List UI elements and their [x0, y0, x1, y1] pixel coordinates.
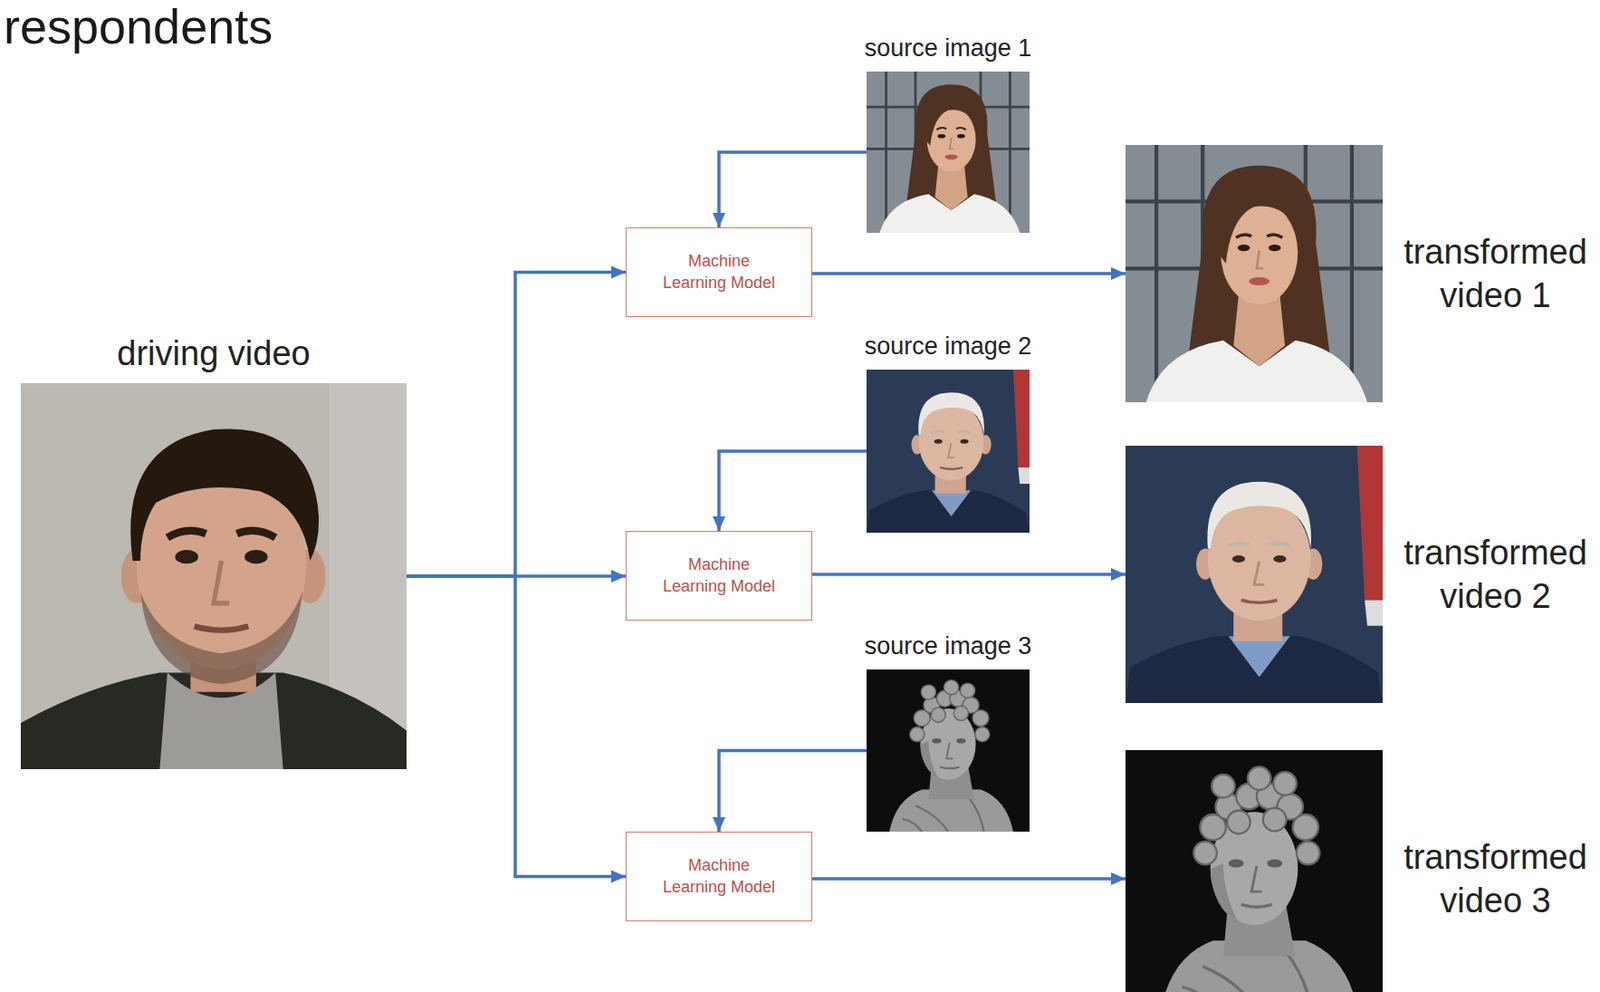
source-image-frame: source image 2	[866, 369, 1030, 533]
source-image-frame: source image 1	[866, 71, 1030, 233]
image-caption: transformed video 1	[1398, 230, 1593, 317]
caption-group: source image 3	[864, 632, 1033, 661]
model-box: Machine Learning Model	[625, 227, 813, 317]
caption-group: transformed video 2	[1398, 531, 1593, 618]
flow-arrow	[812, 572, 1126, 576]
flow-arrow	[406, 575, 626, 877]
source-photo	[866, 369, 1030, 533]
transformed-photo	[1125, 749, 1383, 992]
source-photo	[866, 71, 1030, 233]
flow-arrow	[812, 271, 1126, 276]
image-caption: transformed video 2	[1398, 531, 1593, 618]
model-label: Machine Learning Model	[659, 854, 779, 898]
image-caption: driving video	[116, 334, 310, 374]
image-caption: transformed video 3	[1398, 835, 1593, 922]
transformed-video-frame: transformed video 2	[1125, 445, 1383, 703]
caption-group: driving video	[116, 334, 310, 374]
image-caption: source image 3	[864, 632, 1033, 661]
flow-arrow	[406, 272, 626, 577]
caption-group: transformed video 1	[1398, 230, 1593, 317]
model-box: Machine Learning Model	[625, 831, 813, 921]
slide-title: respondents	[3, 0, 273, 54]
source-photo	[866, 669, 1030, 832]
flow-arrow	[718, 450, 867, 531]
model-label: Machine Learning Model	[659, 554, 779, 597]
image-caption: source image 1	[864, 34, 1033, 63]
transformed-video-frame: transformed video 3	[1125, 749, 1383, 992]
image-caption: source image 2	[864, 332, 1033, 361]
flow-arrow	[718, 152, 867, 228]
transformed-photo	[1125, 144, 1383, 403]
caption-group: Machine Learning Model	[659, 554, 779, 597]
caption-group: source image 1	[864, 34, 1033, 63]
source-image-frame: source image 3	[866, 669, 1030, 832]
caption-group: Machine Learning Model	[659, 250, 779, 294]
model-box: Machine Learning Model	[625, 530, 813, 621]
caption-group: Machine Learning Model	[659, 854, 779, 898]
caption-group: transformed video 3	[1398, 835, 1593, 922]
model-label: Machine Learning Model	[659, 250, 779, 294]
transformed-video-frame: transformed video 1	[1125, 144, 1383, 403]
driving-video-frame: driving video	[20, 383, 407, 769]
driving-video-photo	[20, 383, 407, 769]
flow-arrow	[812, 876, 1126, 881]
transformed-photo	[1125, 445, 1383, 703]
caption-group: source image 2	[864, 332, 1033, 361]
flow-arrow	[718, 750, 867, 833]
